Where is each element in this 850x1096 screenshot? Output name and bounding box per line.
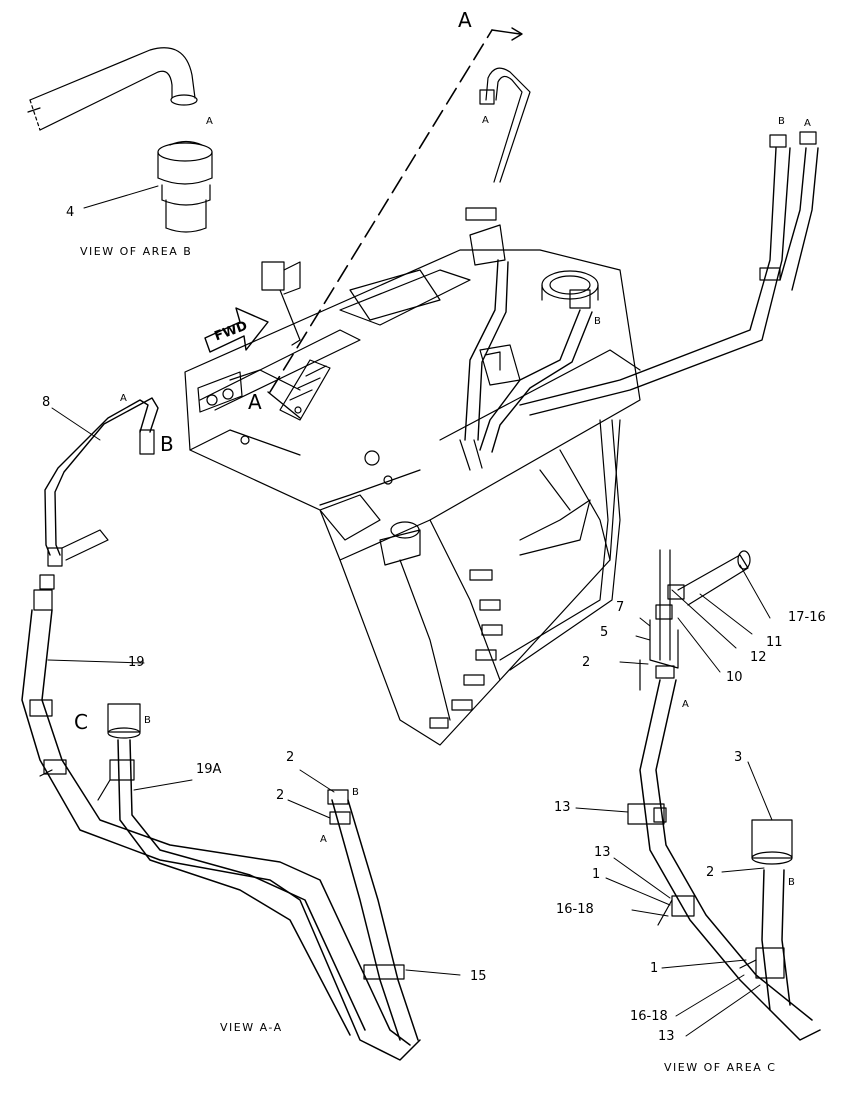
- port-letter-va-b: B: [352, 787, 359, 798]
- callout-19: 19: [128, 655, 145, 670]
- callout-17-16: 17-16: [788, 610, 826, 625]
- callout-1-b: 1: [650, 961, 659, 976]
- port-letter-top-right-a: A: [804, 118, 811, 129]
- section-a-top-label: A: [458, 8, 472, 32]
- callout-2-left-bottom: 2: [276, 788, 285, 803]
- callout-13-a: 13: [554, 800, 571, 815]
- callout-12: 12: [750, 650, 767, 665]
- callout-1-a: 1: [592, 867, 601, 882]
- port-letter-c-a: A: [682, 699, 689, 710]
- port-letter-tank-b: B: [594, 316, 601, 327]
- view-a-a-hoses: [21, 574, 461, 1061]
- callout-b-large: B: [160, 432, 174, 456]
- view-area-c-caption: VIEW OF AREA C: [664, 1061, 777, 1074]
- callout-3: 3: [734, 750, 743, 765]
- fwd-arrow-shape: [204, 307, 269, 353]
- callout-7: 7: [616, 600, 625, 615]
- line-8-tube: [44, 397, 159, 567]
- port-letter-top-hose-a: A: [482, 115, 489, 126]
- callout-19a: 19A: [196, 762, 222, 777]
- port-letter-view-b-a: A: [206, 116, 213, 127]
- view-a-a-caption: VIEW A-A: [220, 1021, 283, 1034]
- tank-hoses: [459, 259, 621, 671]
- callout-16-18-b: 16-18: [630, 1009, 668, 1024]
- port-letter-sensor-b: B: [144, 715, 151, 726]
- port-letter-top-right-b: B: [778, 116, 785, 127]
- callout-4: 4: [66, 205, 75, 220]
- port-letter-c-b: B: [788, 877, 795, 888]
- view-area-c-detail: [575, 549, 821, 1041]
- section-line-a: [267, 27, 523, 419]
- callout-16-18-a: 16-18: [556, 902, 594, 917]
- callout-c-large: C: [74, 710, 88, 734]
- callout-10: 10: [726, 670, 743, 685]
- top-hose-a: [479, 67, 531, 183]
- callout-2-c: 2: [706, 865, 715, 880]
- view-area-b-caption: VIEW OF AREA B: [80, 245, 193, 258]
- hydraulic-tank-body: [184, 207, 641, 746]
- port-letter-va-a: A: [320, 834, 327, 845]
- port-letter-line8-a: A: [120, 393, 127, 404]
- section-a-mid-label: A: [248, 390, 262, 414]
- tank-ports: [429, 569, 503, 729]
- callout-15: 15: [470, 969, 487, 984]
- callout-5: 5: [600, 625, 609, 640]
- callout-11: 11: [766, 635, 783, 650]
- callout-2-left-top: 2: [286, 750, 295, 765]
- manifold-block: [279, 359, 331, 421]
- view-area-b-detail: [27, 47, 213, 233]
- callout-13-b: 13: [594, 845, 611, 860]
- callout-2-right: 2: [582, 655, 591, 670]
- callout-13-c: 13: [658, 1029, 675, 1044]
- top-right-hoses: [519, 131, 819, 416]
- callout-8: 8: [42, 395, 51, 410]
